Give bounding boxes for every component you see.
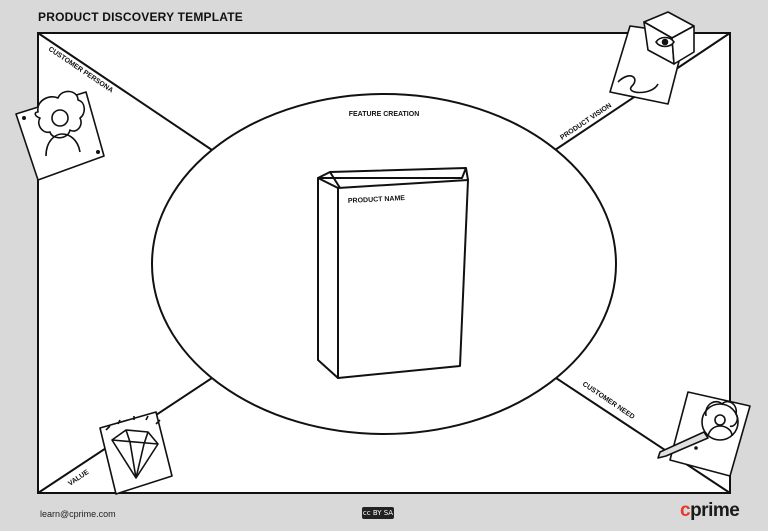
need-magnifier-icon (657, 391, 751, 477)
feature-creation-label: FEATURE CREATION (349, 111, 420, 118)
product-name-label: PRODUCT NAME (348, 195, 406, 205)
vision-cube-icon (609, 11, 695, 105)
license-badge: cc BY SA (362, 507, 394, 519)
contact-email-link[interactable]: learn@cprime.com (40, 509, 116, 519)
persona-card-icon (15, 90, 105, 181)
product-box-icon (317, 167, 469, 379)
page-title: PRODUCT DISCOVERY TEMPLATE (38, 10, 243, 24)
diamond-card-icon (99, 411, 173, 495)
brand-logo: cprime (680, 500, 740, 521)
